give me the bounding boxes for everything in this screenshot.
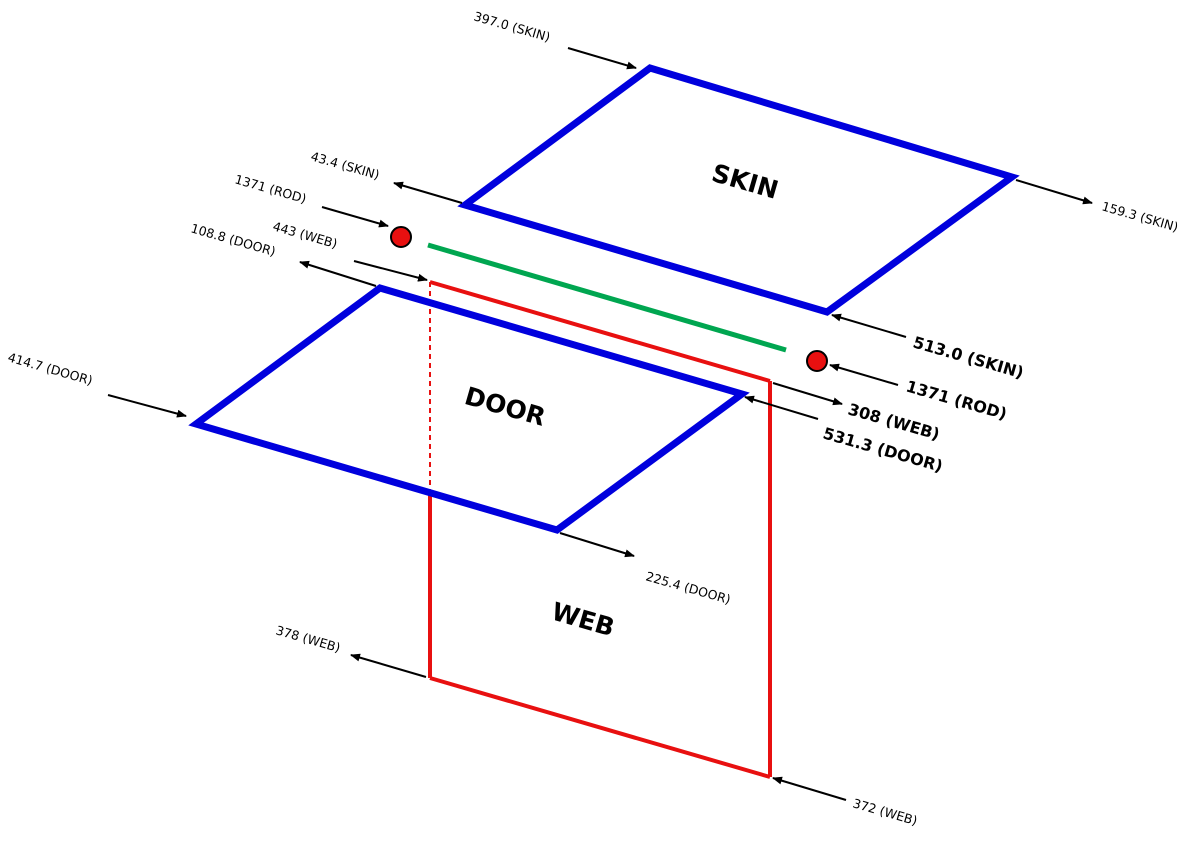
skin-top-label: 397.0 (SKIN) [472,8,552,44]
web-bottom-left-label: 378 (WEB) [274,622,342,655]
door-top-left-arrow [299,260,377,287]
rod-line [427,242,787,353]
skin-bottom-arrow [831,313,907,338]
web-bottom-edge [429,676,771,779]
web-top-edge [429,280,771,383]
rod-end-right [806,350,828,372]
door-bottom-arrow [559,532,635,558]
door-left-arrow [107,394,187,418]
web-top-left-arrow [353,260,428,282]
skin-top-arrow [567,47,637,70]
door-right-arrow [744,395,819,420]
skin-bottom-label: 513.0 (SKIN) [911,333,1026,383]
skin-right-label: 159.3 (SKIN) [1100,198,1180,234]
door-panel-label: DOOR [461,381,548,432]
skin-right-arrow [1015,179,1093,205]
door-bottom-label: 225.4 (DOOR) [644,568,732,607]
rod-right-arrow [829,363,899,386]
door-left-label: 414.7 (DOOR) [6,349,94,388]
skin-panel-label: SKIN [709,158,782,205]
rod-end-left [390,226,412,248]
rod-left-label: 1371 (ROD) [233,171,308,206]
rod-right-label: 1371 (ROD) [904,377,1009,424]
web-bottom-right-arrow [772,776,847,801]
skin-left-label: 43.4 (SKIN) [309,148,381,182]
web-panel-label: WEB [549,597,618,642]
door-panel [188,284,750,534]
web-bottom-right-label: 372 (WEB) [851,795,919,828]
skin-panel [457,64,1020,316]
rod-left-arrow [321,206,389,228]
web-bottom-left-arrow [350,653,427,678]
skin-left-arrow [393,181,463,204]
web-top-left-label: 443 (WEB) [271,218,339,251]
door-top-left-label: 108.8 (DOOR) [189,220,277,259]
web-top-right-arrow [772,382,843,406]
